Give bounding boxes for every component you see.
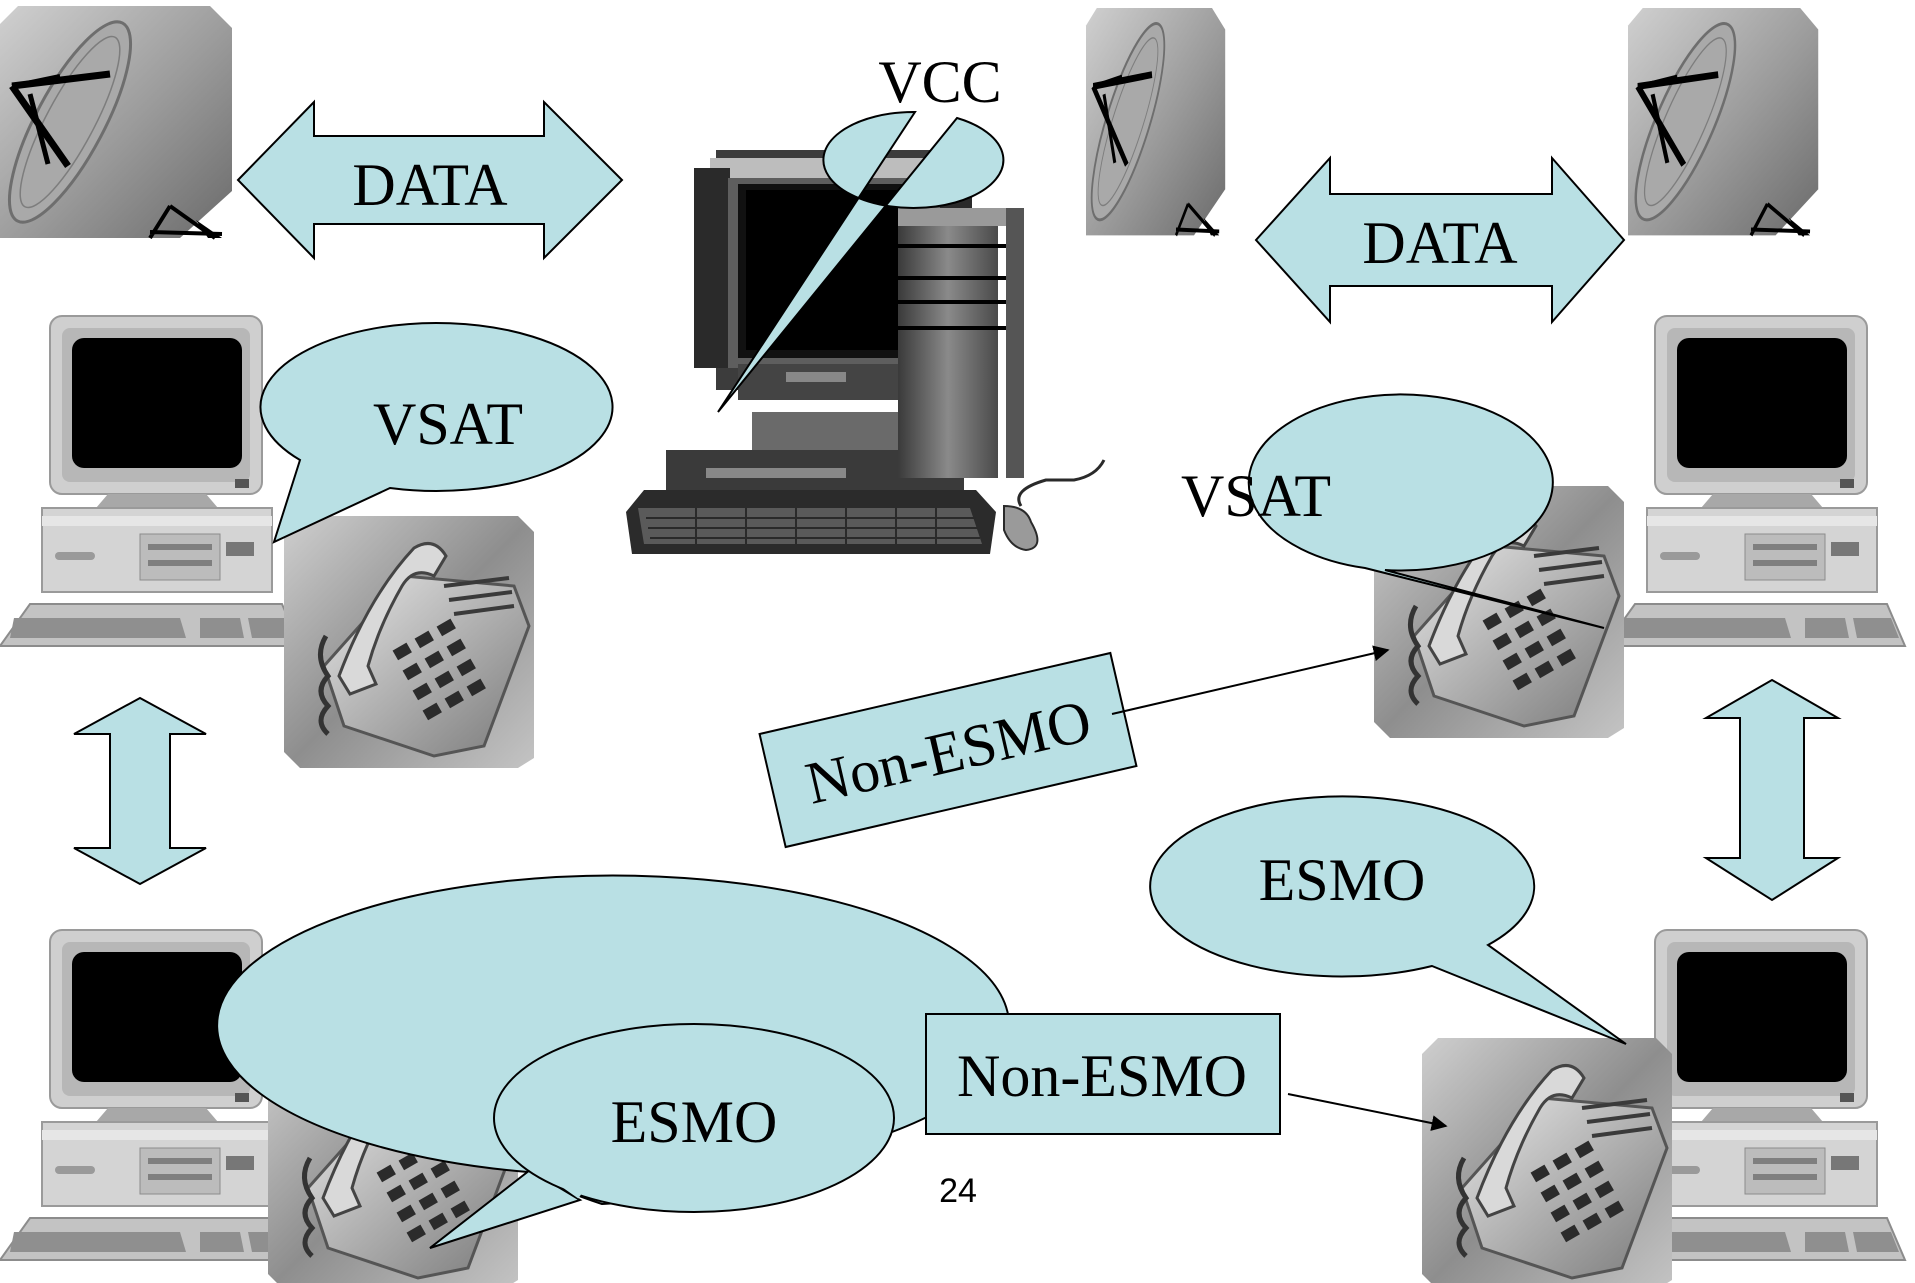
satellite-dish-icon: [0, 6, 232, 238]
vsat-callout-left: [259, 321, 614, 544]
esmo-callout-bottom-bubble: [493, 1023, 895, 1213]
vcc-callout: [717, 110, 1005, 413]
vsat-label-right: VSAT: [1181, 463, 1331, 529]
vertical-arrow-right: [1702, 678, 1842, 902]
non-esmo-label-bottom: Non-ESMO: [957, 1043, 1247, 1109]
telephone-icon: [284, 516, 534, 768]
telephone-icon: [1422, 1038, 1672, 1283]
non-esmo-box-bottom: [925, 1013, 1281, 1135]
esmo-label-bottom: ESMO: [611, 1089, 778, 1155]
desktop-computer-icon: [0, 315, 301, 647]
satellite-dish-icon: [1078, 8, 1225, 235]
page-number: 24: [939, 1172, 977, 1210]
data-arrow-right: [1254, 155, 1626, 325]
vsat-callout-right: [1247, 393, 1605, 629]
non-esmo-pointer-bottom: [1287, 1093, 1448, 1131]
data-label-right: DATA: [1362, 210, 1517, 276]
vcc-label: VCC: [878, 49, 1001, 115]
esmo-label-right: ESMO: [1259, 847, 1426, 913]
data-arrow-left: [236, 99, 624, 261]
vsat-label-left: VSAT: [373, 391, 523, 457]
non-esmo-pointer-top: [1111, 645, 1390, 715]
vertical-arrow-left: [73, 696, 207, 886]
non-esmo-box-rotated: Non-ESMO: [758, 651, 1138, 849]
desktop-computer-icon: [1604, 315, 1906, 647]
data-label-left: DATA: [352, 152, 507, 218]
esmo-callout-right: [1149, 795, 1627, 1045]
satellite-dish-icon: [1618, 8, 1819, 235]
